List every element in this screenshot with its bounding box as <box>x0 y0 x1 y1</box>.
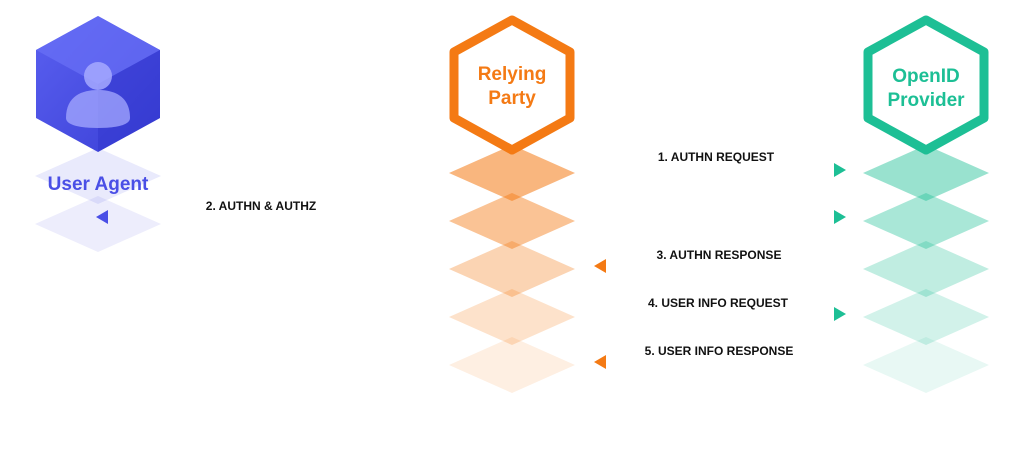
relying-party-lifeline <box>449 145 575 393</box>
user-agent-lifeline <box>35 148 161 252</box>
openid-provider-label-line2: Provider <box>887 90 965 111</box>
openid-provider-label-line1: OpenID <box>892 66 960 87</box>
message-5-user-info-response: 5. USER INFO RESPONSE <box>594 344 846 369</box>
arrow-left-icon <box>594 355 606 369</box>
message-3-label: 3. AUTHN RESPONSE <box>657 248 782 262</box>
message-4-user-info-request: 4. USER INFO REQUEST <box>594 296 846 321</box>
arrow-right-icon <box>834 210 846 224</box>
arrow-right-icon <box>834 307 846 321</box>
relying-party-label-line1: Relying <box>478 64 547 85</box>
user-agent-node: User Agent <box>36 16 160 195</box>
user-agent-label: User Agent <box>48 174 149 195</box>
message-1-authn-request: 1. AUTHN REQUEST <box>594 150 846 177</box>
message-2-authn-authz: 2. AUTHN & AUTHZ <box>96 199 846 224</box>
message-3-authn-response: 3. AUTHN RESPONSE <box>594 248 846 273</box>
openid-provider-node: OpenID Provider <box>863 15 989 155</box>
relying-party-label-line2: Party <box>488 88 536 109</box>
openid-provider-hexagon-icon <box>863 15 989 155</box>
openid-provider-lifeline <box>863 145 989 393</box>
message-5-label: 5. USER INFO RESPONSE <box>645 344 794 358</box>
arrow-right-icon <box>834 163 846 177</box>
relying-party-node: Relying Party <box>449 15 575 155</box>
message-2-label: 2. AUTHN & AUTHZ <box>206 199 316 213</box>
arrow-left-icon <box>96 210 108 224</box>
message-1-label: 1. AUTHN REQUEST <box>658 150 775 164</box>
user-agent-cube-icon <box>36 16 160 152</box>
message-4-label: 4. USER INFO REQUEST <box>648 296 789 310</box>
relying-party-hexagon-icon <box>449 15 575 155</box>
arrow-left-icon <box>594 259 606 273</box>
